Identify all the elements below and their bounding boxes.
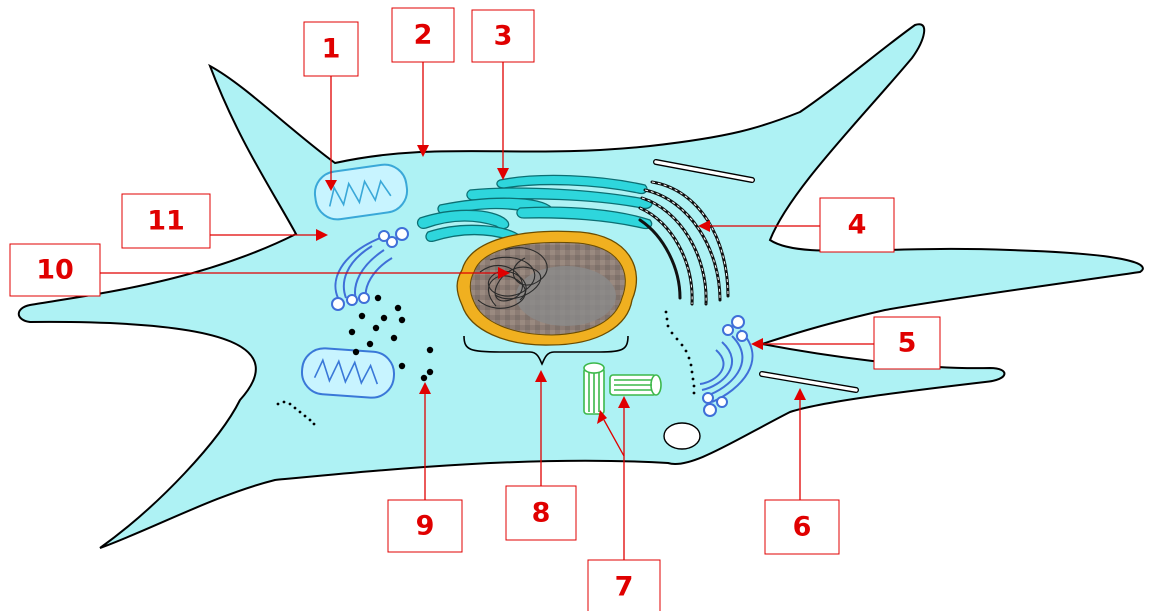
label-9-text: 9 [416, 511, 435, 542]
label-10-text: 10 [36, 255, 74, 286]
label-3-text: 3 [494, 21, 513, 52]
label-9: 9 [388, 500, 462, 552]
label-10: 10 [10, 244, 100, 296]
label-1-text: 1 [322, 34, 341, 65]
nucleolus [516, 266, 616, 326]
label-11: 11 [122, 194, 210, 248]
nucleus [457, 231, 636, 345]
label-3: 3 [472, 10, 534, 62]
vacuole [664, 423, 700, 449]
label-7: 7 [588, 560, 660, 611]
label-4: 4 [820, 198, 894, 252]
mitochondrion-lower [301, 347, 396, 399]
label-5: 5 [874, 317, 940, 369]
label-2: 2 [392, 8, 454, 62]
label-7-text: 7 [615, 572, 634, 603]
label-2-text: 2 [414, 20, 433, 51]
label-4-text: 4 [848, 210, 867, 241]
label-8-text: 8 [532, 498, 551, 529]
label-5-text: 5 [898, 328, 917, 359]
label-11-text: 11 [147, 206, 185, 237]
label-8: 8 [506, 486, 576, 540]
label-6-text: 6 [793, 512, 812, 543]
label-1: 1 [304, 22, 358, 76]
label-6: 6 [765, 500, 839, 554]
